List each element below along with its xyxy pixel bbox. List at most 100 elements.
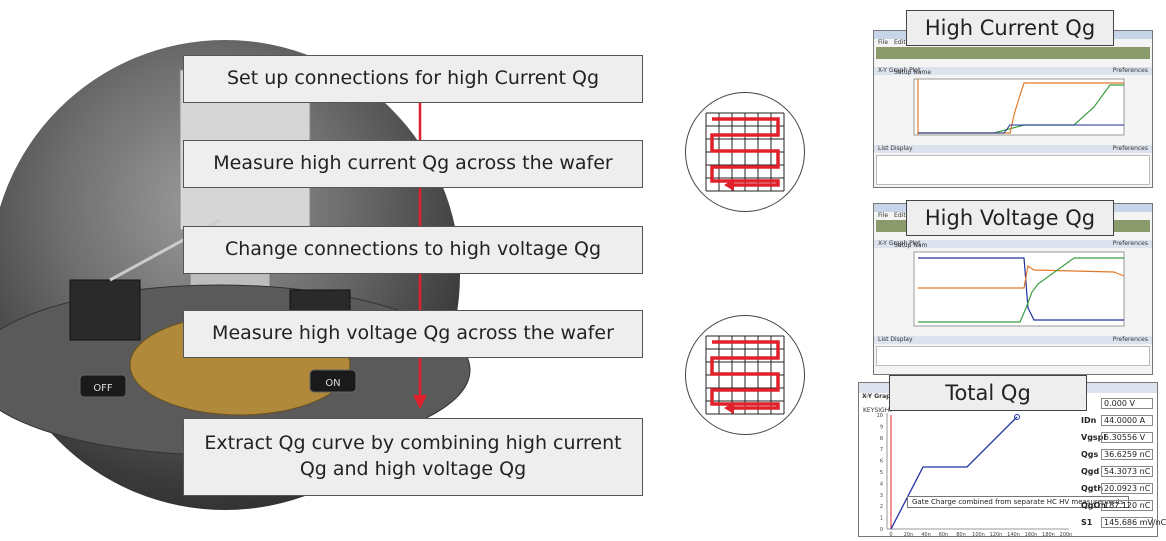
scan-pattern-hv	[685, 315, 805, 435]
keysight-logo: KEYSIGHT	[863, 397, 893, 416]
x-tick-label: 180n	[1042, 532, 1055, 538]
y-tick-label: 8	[880, 436, 883, 442]
step-5: Extract Qg curve by combining high curre…	[183, 418, 643, 496]
param-value: 20.0923 nC	[1101, 483, 1153, 494]
hv-setup-row: Setup Nam	[874, 232, 1152, 249]
on-label: ON	[325, 378, 340, 389]
total-end-marker	[1014, 414, 1020, 420]
serpentine-scan-hv	[705, 335, 785, 415]
param-name: Qgs	[1081, 450, 1099, 459]
x-tick-label: 0	[889, 532, 892, 538]
total-graph-title: X-Y Graph Plot	[862, 393, 911, 400]
hv-graph-header: X-Y Graph Plot Preferences	[874, 240, 1152, 248]
hc-setup-label: Setup Name	[894, 69, 932, 76]
param-row: Qgth 20.0923 nC	[1081, 480, 1155, 497]
y-tick-label: 5	[880, 470, 883, 476]
hc-list-preferences[interactable]: Preferences	[1112, 145, 1148, 152]
param-value: 36.6259 nC	[1101, 449, 1153, 460]
keysight-brand: KEYSIGHT	[863, 407, 893, 414]
x-tick-label: 40n	[921, 532, 931, 538]
total-label: Total Qg	[889, 375, 1087, 411]
hc-list-title: List Display	[878, 145, 913, 152]
param-name: Qgd	[1081, 467, 1100, 476]
y-tick-label: 7	[880, 447, 883, 453]
y-tick-label: 4	[880, 481, 883, 487]
param-value: 44.0000 A	[1101, 415, 1153, 426]
param-name: Vgspl	[1081, 433, 1107, 442]
param-row: Qgd 54.3073 nC	[1081, 463, 1155, 480]
x-tick-label: 80n	[956, 532, 966, 538]
hc-preferences[interactable]: Preferences	[1112, 67, 1148, 74]
x-tick-label: 60n	[939, 532, 949, 538]
hv-plot	[913, 251, 1125, 327]
total-x-ticks: 0 20n 40n 60n 80n 100n 120n 140n 160n 180n 200n	[889, 532, 1072, 538]
y-tick-label: 1	[880, 516, 883, 522]
hv-menu-file[interactable]: File	[878, 212, 889, 219]
hv-menubar: File Edit	[874, 212, 1152, 220]
y-tick-label: 6	[880, 459, 883, 465]
y-tick-label: 3	[880, 493, 883, 499]
step-3: Change connections to high voltage Qg	[183, 226, 643, 274]
step-2: Measure high current Qg across the wafer	[183, 140, 643, 188]
off-label: OFF	[93, 383, 113, 394]
hc-list-header: List Display Preferences	[874, 145, 1152, 153]
param-name: QgOn	[1081, 501, 1107, 510]
param-name: IDn	[1081, 416, 1097, 425]
serpentine-scan-hc	[705, 112, 785, 192]
param-value: 5.30556 V	[1101, 432, 1153, 443]
step-4: Measure high voltage Qg across the wafer	[183, 310, 643, 358]
hc-graph-header: X-Y Graph Plot Preferences	[874, 67, 1152, 75]
hc-setup-row: Setup Name	[874, 59, 1152, 76]
hv-list-title: List Display	[878, 336, 913, 343]
param-row: 0.000 V	[1081, 395, 1155, 412]
hc-menu-file[interactable]: File	[878, 39, 889, 46]
param-row: QgOn 187.120 nC	[1081, 497, 1155, 514]
hv-list-table	[876, 346, 1150, 366]
x-tick-label: 140n	[1007, 532, 1020, 538]
hc-graph-title: X-Y Graph Plot	[878, 67, 921, 74]
hc-label: High Current Qg	[906, 10, 1114, 46]
on-knob	[309, 369, 357, 393]
x-tick-label: 200n	[1060, 532, 1073, 538]
hv-list-preferences[interactable]: Preferences	[1112, 336, 1148, 343]
hc-toolbar	[876, 47, 1150, 59]
hc-menu-edit[interactable]: Edit	[894, 39, 906, 46]
param-name: Qgth	[1081, 484, 1104, 493]
hv-setup-label: Setup Nam	[894, 242, 928, 249]
y-tick-label: 0	[880, 527, 883, 533]
param-row: Vgspl 5.30556 V	[1081, 429, 1155, 446]
param-row: IDn 44.0000 A	[1081, 412, 1155, 429]
hc-list-table	[876, 155, 1150, 185]
step-1: Set up connections for high Current Qg	[183, 55, 643, 103]
param-value: 54.3073 nC	[1101, 466, 1153, 477]
positioner-left	[69, 279, 141, 341]
param-value: 187.120 nC	[1101, 500, 1153, 511]
param-row: S1 145.686 mV/nC	[1081, 514, 1166, 531]
y-tick-label: 2	[880, 504, 883, 510]
x-tick-label: 120n	[990, 532, 1003, 538]
total-qg-curve	[890, 416, 1018, 530]
param-value: 0.000 V	[1101, 398, 1153, 409]
hc-plot	[913, 78, 1125, 136]
off-knob	[79, 374, 127, 398]
hc-window: File Edit Setup Name X-Y Graph Plot Pref…	[873, 30, 1153, 188]
y-tick-label: 10	[877, 413, 883, 419]
scan-pattern-hc	[685, 92, 805, 212]
hv-list-header: List Display Preferences	[874, 336, 1152, 344]
param-row: Qgs 36.6259 nC	[1081, 446, 1155, 463]
total-annotation: Gate Charge combined from separate HC HV…	[907, 496, 1129, 508]
x-tick-label: 100n	[972, 532, 985, 538]
param-value: 145.686 mV/nC	[1101, 517, 1166, 528]
x-tick-label: 20n	[904, 532, 914, 538]
hv-graph-title: X-Y Graph Plot	[878, 240, 921, 247]
param-name: S1	[1081, 518, 1093, 527]
hc-menubar: File Edit	[874, 39, 1152, 47]
hv-label: High Voltage Qg	[906, 200, 1114, 236]
hv-preferences[interactable]: Preferences	[1112, 240, 1148, 247]
hv-menu-edit[interactable]: Edit	[894, 212, 906, 219]
x-tick-label: 160n	[1025, 532, 1038, 538]
y-tick-label: 9	[880, 424, 883, 430]
total-params: 0.000 V IDn 44.0000 A Vgspl 5.30556 V Qg…	[1081, 395, 1166, 531]
